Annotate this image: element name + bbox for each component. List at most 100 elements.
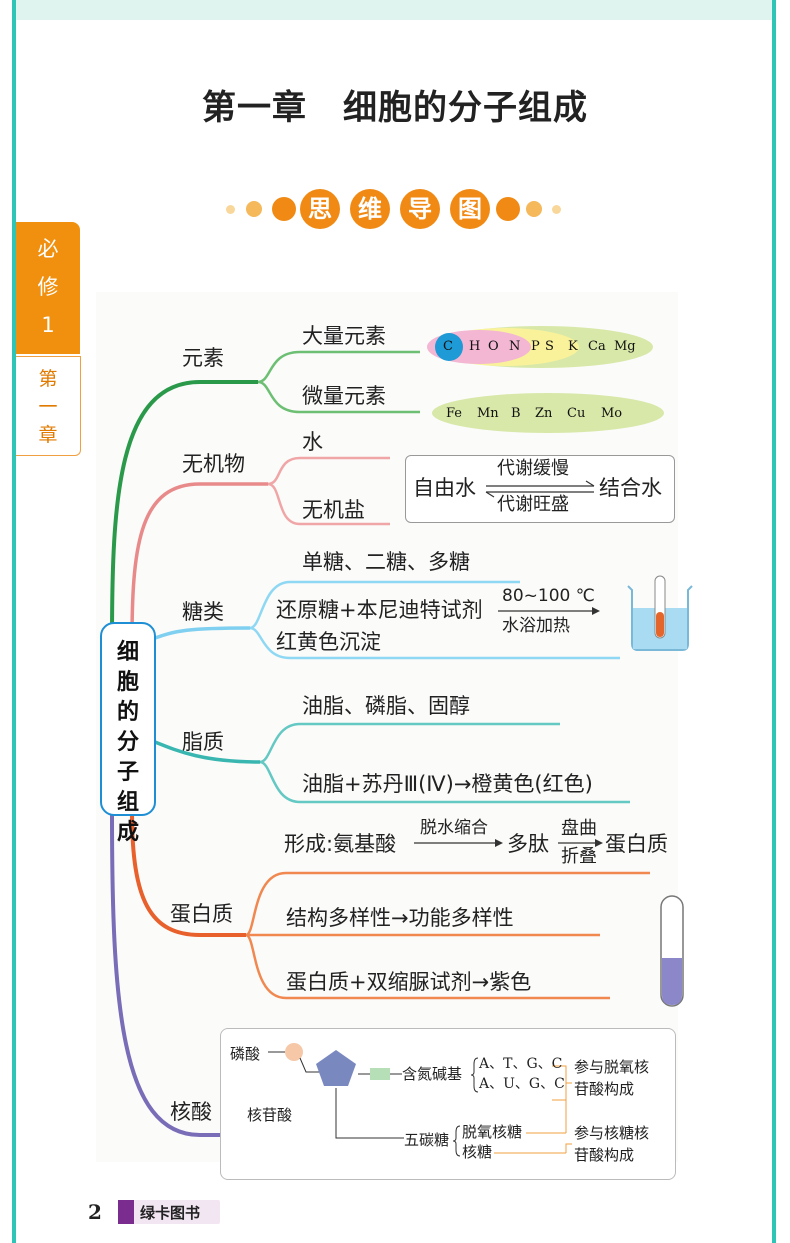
element-N: N <box>509 339 521 354</box>
brand-logo-icon <box>118 1200 134 1224</box>
center-char: 细 <box>116 640 139 665</box>
dna-bases: A、T、G、C <box>479 1056 563 1072</box>
metabolism-fast: 代谢旺盛 <box>497 494 569 515</box>
phosphate: 磷酸 <box>230 1045 261 1063</box>
branch-zhizhi-types <box>259 722 560 764</box>
deoxyribose: 脱氧核糖 <box>462 1123 523 1141</box>
element-Fe: Fe <box>446 406 463 421</box>
node-zhizhi: 脂质 <box>182 730 224 754</box>
node-trace-elements: 微量元素 <box>302 384 386 408</box>
center-node: 细 胞 的 分 子 组 成 <box>100 622 156 845</box>
node-tanglei: 糖类 <box>182 600 224 624</box>
side-tab-char: 第 <box>38 368 58 390</box>
node-water: 水 <box>302 430 323 454</box>
fold-fold: 折叠 <box>561 846 597 867</box>
element-Mo: Mo <box>601 406 623 421</box>
brand-badge <box>118 1200 220 1224</box>
section-char: 导 <box>400 189 440 229</box>
side-tab-char: 必 <box>37 237 59 261</box>
element-Zn: Zn <box>535 406 553 421</box>
page-border-right <box>772 0 776 1243</box>
node-major-elements: 大量元素 <box>302 324 386 348</box>
branch-zhizhi-test <box>259 760 630 804</box>
element-Ca: Ca <box>588 339 606 354</box>
side-tab-volume: 必 修 1 <box>16 222 80 354</box>
side-tab-chapter: 第 一 章 <box>16 356 81 456</box>
center-char: 胞 <box>116 670 139 695</box>
page-border-left <box>12 0 16 1243</box>
node-hesuan: 核酸 <box>170 1100 212 1124</box>
nucleotide-diagram <box>268 1043 572 1157</box>
water-conversion-box <box>405 455 675 523</box>
bound-water: 结合水 <box>599 476 662 500</box>
section-char: 思 <box>300 189 340 229</box>
decor-dot <box>226 205 235 214</box>
nucleotide: 核苷酸 <box>247 1106 293 1124</box>
node-wujiwu: 无机物 <box>182 452 245 476</box>
rna-note-line2: 苷酸构成 <box>574 1146 635 1164</box>
water-bath-beaker-icon <box>627 575 693 651</box>
sudan-test: 油脂+苏丹Ⅲ(Ⅳ)→橙黄色(红色) <box>302 772 593 796</box>
element-Cu: Cu <box>567 406 586 421</box>
branch-formation <box>245 871 650 937</box>
branch-water <box>267 456 390 486</box>
center-char: 的 <box>116 700 139 725</box>
test-tube-purple-icon <box>660 895 684 1007</box>
decor-dot <box>246 201 262 217</box>
lipid-types: 油脂、磷脂、固醇 <box>302 694 470 718</box>
branch-tanglei-types <box>249 580 520 630</box>
brand-name: 绿卡图书 <box>140 1204 201 1222</box>
section-char: 图 <box>450 189 490 229</box>
nitrogenous-base: 含氮碱基 <box>402 1065 463 1083</box>
mindmap-background <box>96 292 678 1162</box>
folding-arrow <box>558 839 603 847</box>
sugar-types: 单糖、二糖、多糖 <box>302 550 470 574</box>
reducing-sugar-test: 还原糖+本尼迪特试剂 <box>276 598 483 622</box>
branch-zhizhi <box>149 738 261 764</box>
reaction-arrow <box>498 607 600 615</box>
branch-hesuan <box>110 811 220 1137</box>
branch-yuansu <box>110 380 258 641</box>
element-Mn: Mn <box>477 406 499 421</box>
side-tab-char: 章 <box>38 424 58 446</box>
rna-note-line1: 参与核糖核 <box>574 1124 650 1142</box>
condition-water-bath: 水浴加热 <box>502 616 570 636</box>
protein-formation: 形成:氨基酸 <box>284 832 397 856</box>
branch-salt <box>267 482 390 526</box>
chapter-name: 细胞的分子组成 <box>343 88 588 128</box>
branch-tanglei <box>149 626 251 642</box>
branch-trace <box>257 380 420 414</box>
biuret-test: 蛋白质+双缩脲试剂→紫色 <box>286 970 532 994</box>
branch-major <box>257 350 420 384</box>
branch-protein-test <box>245 933 610 1000</box>
branch-danbaizhi <box>130 811 246 937</box>
element-P: P <box>531 339 540 354</box>
decor-dot <box>552 205 561 214</box>
protein-diversity: 结构多样性→功能多样性 <box>286 906 514 930</box>
dehydration-condensation: 脱水缩合 <box>420 818 488 838</box>
element-S: S <box>545 339 554 354</box>
section-char: 维 <box>350 189 390 229</box>
dna-note-line2: 苷酸构成 <box>574 1080 635 1098</box>
node-yuansu: 元素 <box>182 346 224 370</box>
center-char: 成 <box>116 820 139 845</box>
polypeptide: 多肽 <box>507 832 549 856</box>
free-water: 自由水 <box>413 476 476 500</box>
decor-dot <box>526 201 542 217</box>
major-elements-venn <box>427 326 653 368</box>
page-number: 2 <box>88 1200 102 1224</box>
pentose: 五碳糖 <box>404 1131 450 1149</box>
element-H: H <box>469 339 481 354</box>
brick-red-precipitate: 红黄色沉淀 <box>276 630 381 654</box>
metabolism-slow: 代谢缓慢 <box>497 458 569 479</box>
element-B: B <box>511 406 521 421</box>
center-char: 分 <box>116 730 139 755</box>
node-danbaizhi: 蛋白质 <box>170 902 233 926</box>
branch-wujiwu <box>130 482 268 641</box>
top-band <box>16 0 772 20</box>
branch-tanglei-test <box>249 626 620 660</box>
side-tab-char: 修 <box>37 275 59 299</box>
chapter-title: 第一章细胞的分子组成 <box>0 80 790 129</box>
dna-note-line1: 参与脱氧核 <box>574 1058 650 1076</box>
